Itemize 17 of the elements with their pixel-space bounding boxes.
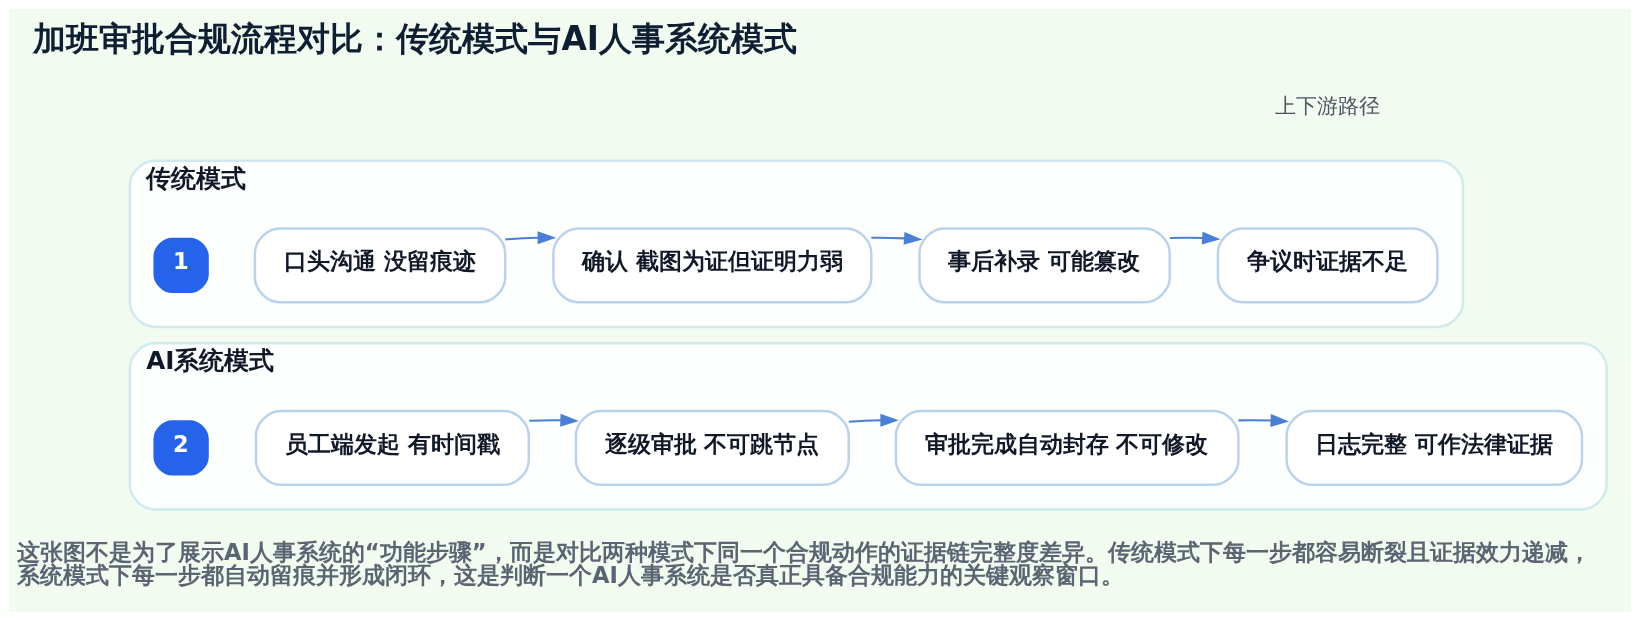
arrow [529, 413, 579, 427]
node-box: 审批完成自动封存 不可修改 [894, 409, 1240, 486]
diagram-title: 加班审批合规流程对比：传统模式与AI人事系统模式 [33, 19, 798, 58]
node-box: 日志完整 可作法律证据 [1285, 409, 1584, 486]
arrow [1170, 231, 1221, 244]
arrow [1238, 413, 1290, 427]
node-box: 员工端发起 有时间戳 [254, 409, 530, 486]
node-box: 事后补录 可能篡改 [918, 226, 1171, 304]
node-box: 口头沟通 没留痕迹 [253, 226, 507, 304]
arrow [848, 413, 899, 427]
node-box: 确认 截图为证但证明力弱 [552, 226, 873, 304]
arrow [505, 230, 557, 244]
node-box: 逐级审批 不可跳节点 [574, 409, 850, 486]
arrow [871, 231, 923, 245]
label: 上下游路径 [1275, 93, 1381, 118]
node-box: 争议时证据不足 [1216, 226, 1439, 304]
label: 这张图不是为了展示AI人事系统的“功能步骤”，而是对比两种模式下同一个合规动作的证据链完整度差异。传统模式下每一步都容易断裂且证据效力递减，系统模式下每一步都自动留痕并形成闭环，这是判断一个AI人事系统是否真正具备合规能力的关键观察窗口。 [17, 538, 1591, 588]
